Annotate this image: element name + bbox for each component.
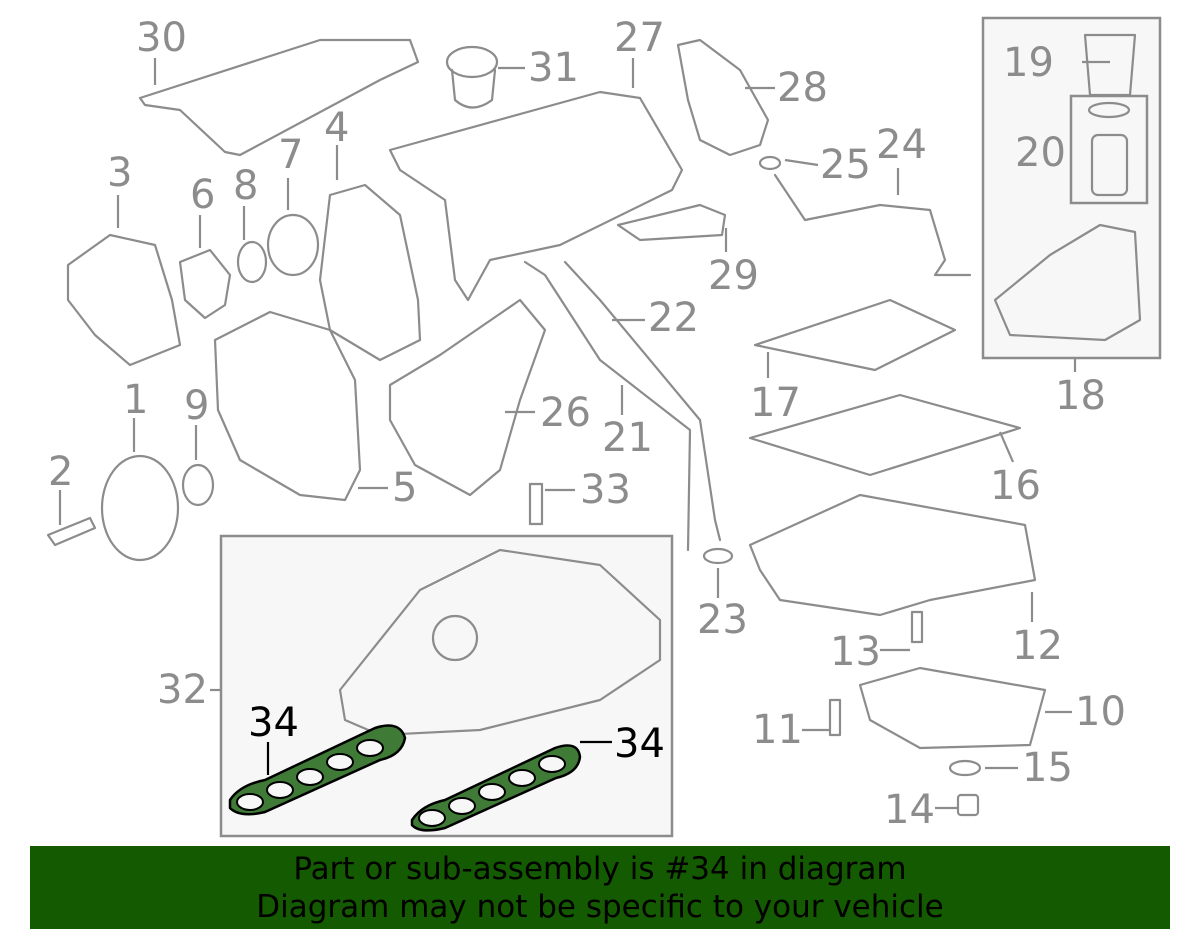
gasket-port [538, 755, 566, 773]
filter-element [1090, 133, 1129, 197]
throttle-port [431, 614, 479, 662]
upper-oil-pan-baffle [753, 298, 957, 372]
callout-18: 18 [1055, 373, 1106, 419]
callout-32: 32 [157, 667, 208, 713]
oil-filler-cap-body [450, 68, 497, 109]
gasket-port [266, 781, 294, 799]
callout-16: 16 [990, 463, 1041, 509]
callout-29: 29 [708, 253, 759, 299]
callout-9: 9 [184, 383, 210, 429]
gasket-port [448, 797, 476, 815]
callout-12: 12 [1012, 623, 1063, 669]
gasket-port [478, 783, 506, 801]
leader-25 [784, 158, 819, 167]
oil-pump [388, 298, 547, 497]
cover-gasket [266, 213, 320, 277]
callout-14: 14 [884, 787, 935, 833]
crankshaft-pulley [100, 454, 180, 562]
callout-34-left: 34 [248, 700, 299, 746]
callout-23: 23 [697, 597, 748, 643]
callout-3: 3 [107, 150, 133, 196]
banner-line-2: Diagram may not be specific to your vehi… [256, 888, 944, 925]
oil-filter-cap [1083, 33, 1137, 97]
callout-5: 5 [392, 465, 418, 511]
callout-17: 17 [750, 380, 801, 426]
dipstick-washer [702, 547, 734, 565]
tube-seal [758, 155, 782, 171]
gasket-port [236, 793, 264, 811]
callout-31: 31 [528, 45, 579, 91]
callout-8: 8 [233, 163, 259, 209]
mounting-bracket [616, 203, 727, 242]
gasket-port [508, 769, 536, 787]
callout-10: 10 [1075, 689, 1126, 735]
cylinder-head-cover [388, 90, 684, 302]
filter-seal-ring [1087, 101, 1131, 119]
cover-bracket [676, 38, 770, 157]
banner-line-1: Part or sub-assembly is #34 in diagram [293, 850, 907, 887]
valve-cover-gasket [138, 38, 420, 157]
pulley-bolt [46, 516, 97, 547]
gasket-port [326, 753, 354, 771]
callout-33: 33 [580, 467, 631, 513]
callout-34-right: 34 [614, 721, 665, 767]
water-pump [66, 233, 182, 367]
callout-7: 7 [278, 132, 304, 178]
lower-pan-bolt [828, 698, 842, 737]
callout-1: 1 [123, 377, 149, 423]
callout-21: 21 [602, 415, 653, 461]
manifold-bolt [528, 482, 544, 526]
thermostat-housing [178, 248, 232, 320]
oil-pan-gasket [748, 393, 1022, 477]
timing-cover-upper [318, 183, 422, 362]
callout-13: 13 [830, 629, 881, 675]
callout-28: 28 [777, 65, 828, 111]
crankshaft-seal [236, 240, 268, 284]
callout-20: 20 [1015, 130, 1066, 176]
dipstick-tube [563, 260, 722, 542]
oil-filler-cap [445, 45, 499, 79]
gasket-port [296, 768, 324, 786]
callout-2: 2 [48, 449, 74, 495]
leader-16 [998, 431, 1015, 463]
callout-25: 25 [820, 142, 871, 188]
front-cover [213, 310, 362, 502]
callout-11: 11 [752, 707, 803, 753]
callout-22: 22 [648, 295, 699, 341]
gasket-port [418, 809, 446, 827]
drain-plug [956, 793, 980, 817]
o-ring [181, 463, 215, 507]
callout-30: 30 [136, 15, 187, 61]
callout-24: 24 [876, 122, 927, 168]
gasket-port [356, 739, 384, 757]
callout-19: 19 [1003, 40, 1054, 86]
dipstick [523, 260, 692, 552]
oil-tube [773, 173, 972, 277]
oil-pan-bolt [910, 610, 924, 644]
callout-15: 15 [1022, 745, 1073, 791]
callout-4: 4 [324, 105, 350, 151]
callout-27: 27 [614, 15, 665, 61]
oil-filter-housing [993, 223, 1142, 342]
lower-oil-pan [858, 666, 1047, 750]
drain-plug-washer [948, 759, 982, 777]
info-banner: Part or sub-assembly is #34 in diagram D… [30, 846, 1170, 929]
callout-6: 6 [190, 172, 216, 218]
callout-26: 26 [540, 390, 591, 436]
upper-oil-pan [748, 493, 1037, 617]
